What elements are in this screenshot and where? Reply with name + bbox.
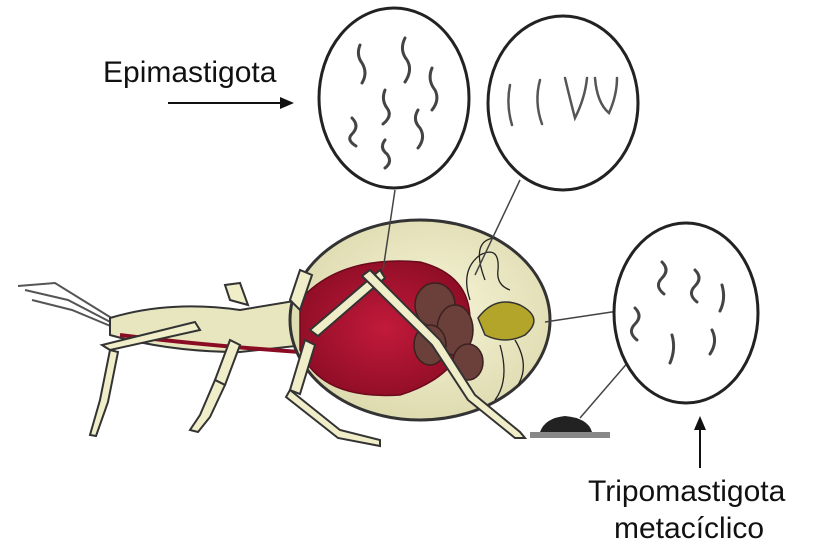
antennae — [18, 283, 120, 330]
feces-drop — [530, 416, 610, 438]
trypomastigote-label: Tripomastigota — [588, 475, 785, 509]
trypomastigote-gut-circle — [475, 16, 638, 275]
metacyclic-circle — [545, 223, 758, 418]
metacyclic-label: metacíclico — [614, 512, 764, 546]
epimastigote-arrow — [168, 97, 294, 109]
epimastigote-label: Epimastigota — [103, 56, 276, 90]
trypomastigote-arrow — [694, 416, 706, 468]
